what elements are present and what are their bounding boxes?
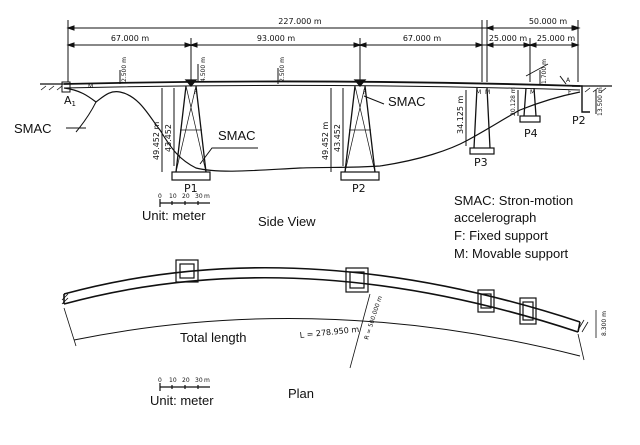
plan-scale-bar [159,383,210,391]
label-p2: P2 [352,182,366,195]
smac-right: SMAC [388,94,426,109]
label-m-p4: M [530,89,535,96]
plan-length-arc [73,317,581,357]
plan-scale-tick-2: 20 [182,377,190,384]
dim-h-p1-outer: 49.452 m [152,121,161,160]
dim-h-p2-outer: 49.452 m [321,121,330,160]
dim-span1: 67.000 m [111,34,150,43]
label-f-p1: F [194,89,198,96]
label-a1: A1 [64,94,76,108]
side-view-title: Side View [258,214,316,229]
legend-smac-line1: SMAC: Stron-motion [454,193,573,208]
valley-profile [63,87,581,172]
side-scale-tick-0: 0 [158,193,162,200]
label-m-p3: M [476,89,481,96]
pier-p3 [469,87,495,155]
plan-radius-line [349,293,371,369]
label-p3: P3 [474,156,488,169]
dim-gap4: 1.700 m [541,59,548,84]
plan-total-length-label: Total length [180,330,247,345]
label-m-p3b: M [485,89,490,96]
ground-surface [40,83,612,87]
side-scale-ticks: 0 10 20 30 m [158,193,210,200]
plan-scale-ticks: 0 10 20 30 m [158,377,210,384]
plan-pier-p3 [477,289,495,313]
dim-h-p4: 20.128 m [510,87,517,116]
plan-radius: R = 500.000 m [363,295,384,341]
label-p1: P1 [184,182,198,195]
plan-view [61,259,597,391]
side-view [40,20,612,207]
plan-deck-inner [63,276,579,333]
plan-deck-outer [63,266,581,323]
side-scale-tick-2: 20 [182,193,190,200]
plan-pier-p4 [519,297,537,325]
side-unit: Unit: meter [142,208,206,223]
dim-total: 227.000 m [278,17,322,26]
bridge-deck [63,80,581,87]
plan-scale-tick-0: 0 [158,377,162,384]
dim-h-p1-inner: 43.452 [164,124,173,152]
abutment-a1 [61,81,71,93]
label-a1-sub: 1 [72,100,76,108]
smac-center-leader [199,147,258,165]
smac-center: SMAC [218,128,256,143]
dim-gap3: 2.500 m [279,57,286,82]
dim-right-total: 50.000 m [529,17,568,26]
dim-gap2: 4.500 m [200,57,207,82]
smac-left: SMAC [14,121,52,136]
side-scale-tick-1: 10 [169,193,177,200]
label-p4: P4 [524,127,538,140]
plan-scale-tick-1: 10 [169,377,177,384]
plan-length: L = 278.950 m [299,325,359,340]
dim-gap1: 2.500 m [121,57,128,82]
pier-p2 [340,79,380,181]
side-scale-bar [159,199,210,207]
abutment-a2 [572,85,590,113]
dim-span2: 93.000 m [257,34,296,43]
dim-h-a2: 13.500 m [597,87,604,116]
plan-pier-p2 [345,267,369,293]
smac-right-leader [363,95,385,105]
side-scale-tick-4: m [204,193,210,200]
label-f-p2: F [363,89,367,96]
pier-p4 [519,63,549,123]
dim-span5: 25.000 m [537,34,576,43]
legend-movable: M: Movable support [454,246,569,261]
label-a2-top: A [566,77,571,84]
plan-scale-tick-4: m [204,377,210,384]
legend-smac-line2: accelerograph [454,210,536,225]
dim-h-p3: 34.125 m [456,95,465,134]
label-f-a2: F [568,89,572,96]
dim-span4: 25.000 m [489,34,528,43]
plan-width: 8.300 m [601,311,608,336]
legend-fixed: F: Fixed support [454,228,548,243]
label-p2-abutment: P2 [572,114,586,127]
dim-span3: 67.000 m [403,34,442,43]
label-m-left: M [88,83,93,90]
plan-unit: Unit: meter [150,393,214,408]
side-scale-tick-3: 30 [195,193,203,200]
plan-title: Plan [288,386,314,401]
plan-pier-p1 [175,259,199,283]
dim-h-p2-inner: 43.452 [333,124,342,152]
plan-scale-tick-3: 30 [195,377,203,384]
